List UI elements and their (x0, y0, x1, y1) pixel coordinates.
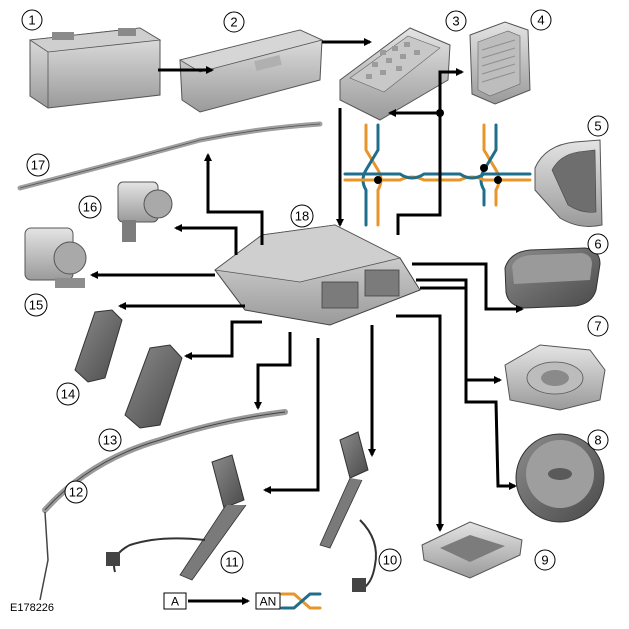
legend-box-a (163, 592, 187, 610)
airbag-module-part-6 (504, 247, 601, 309)
seat-belt-buckle-part-11 (106, 454, 247, 581)
network-wiring (343, 123, 532, 227)
svg-text:16: 16 (83, 200, 97, 215)
svg-text:17: 17 (31, 158, 45, 173)
callout-10: 10 (378, 548, 402, 572)
overhead-console-part (421, 521, 523, 579)
callout-2: 2 (223, 11, 245, 33)
svg-text:A: A (171, 595, 179, 609)
curtain-airbag-part-17 (17, 121, 323, 191)
svg-text:7: 7 (594, 319, 601, 334)
arrow-18-to-7 (416, 278, 502, 384)
svg-text:8: 8 (594, 433, 601, 448)
figure-reference: E178226 (10, 602, 54, 614)
svg-text:13: 13 (103, 433, 117, 448)
legend: A AN (163, 592, 322, 610)
module-part-2 (178, 29, 324, 113)
side-airbag-part-14 (74, 309, 123, 383)
svg-text:2: 2 (230, 15, 237, 30)
battery-part (28, 27, 162, 109)
driver-airbag-part (515, 433, 605, 523)
callout-7: 7 (587, 315, 609, 337)
callout-9: 9 (534, 549, 556, 571)
callout-18: 18 (290, 204, 314, 228)
clockspring-part (504, 344, 606, 411)
svg-text:9: 9 (541, 553, 548, 568)
callout-8: 8 (587, 429, 609, 451)
callout-11: 11 (220, 550, 244, 574)
svg-text:AN: AN (260, 595, 277, 609)
svg-text:4: 4 (537, 13, 544, 28)
fuse-box-part (339, 27, 451, 121)
restraints-control-module-part (213, 224, 421, 326)
svg-text:18: 18 (295, 209, 309, 224)
arrow-18-to-13 (184, 320, 262, 360)
svg-text:5: 5 (594, 119, 601, 134)
svg-text:3: 3 (452, 14, 459, 29)
callout-1: 1 (21, 9, 43, 31)
arrow-18-to-6 (412, 262, 524, 313)
callout-17: 17 (26, 153, 50, 177)
svg-text:1: 1 (28, 13, 35, 28)
control-unit-part-4 (469, 21, 531, 105)
svg-text:10: 10 (383, 553, 397, 568)
instrument-cluster-part (534, 139, 603, 227)
legend-box-an (255, 592, 281, 610)
arrow-18-to-9 (396, 314, 444, 532)
pretensioner-part-16 (117, 181, 173, 242)
svg-text:14: 14 (61, 387, 75, 402)
callout-15: 15 (24, 293, 48, 317)
arrow-18-to-17 (204, 153, 264, 245)
arrow-18-to-8 (420, 286, 517, 490)
callout-4: 4 (530, 9, 552, 31)
side-airbag-part-13 (124, 344, 183, 429)
curtain-airbag-part (39, 409, 288, 601)
arrow-18-to-11 (263, 338, 320, 494)
svg-text:6: 6 (594, 237, 601, 252)
callout-12: 12 (64, 480, 88, 504)
arrow-18-to-12 (254, 332, 292, 410)
pretensioner-part-15 (24, 227, 87, 288)
svg-text:11: 11 (225, 555, 239, 570)
arrow-18-to-16 (174, 224, 238, 255)
connection-arrows (90, 38, 524, 532)
callout-14: 14 (56, 382, 80, 406)
callout-3: 3 (445, 10, 467, 32)
callout-13: 13 (98, 428, 122, 452)
svg-text:12: 12 (69, 485, 83, 500)
arrow-18-to-4 (396, 68, 464, 235)
callout-16: 16 (78, 195, 102, 219)
callout-6: 6 (587, 233, 609, 255)
svg-text:15: 15 (29, 298, 43, 313)
seat-belt-buckle-part-10 (319, 431, 377, 592)
callout-5: 5 (587, 115, 609, 137)
legend-twisted-pair-icon (280, 592, 322, 610)
